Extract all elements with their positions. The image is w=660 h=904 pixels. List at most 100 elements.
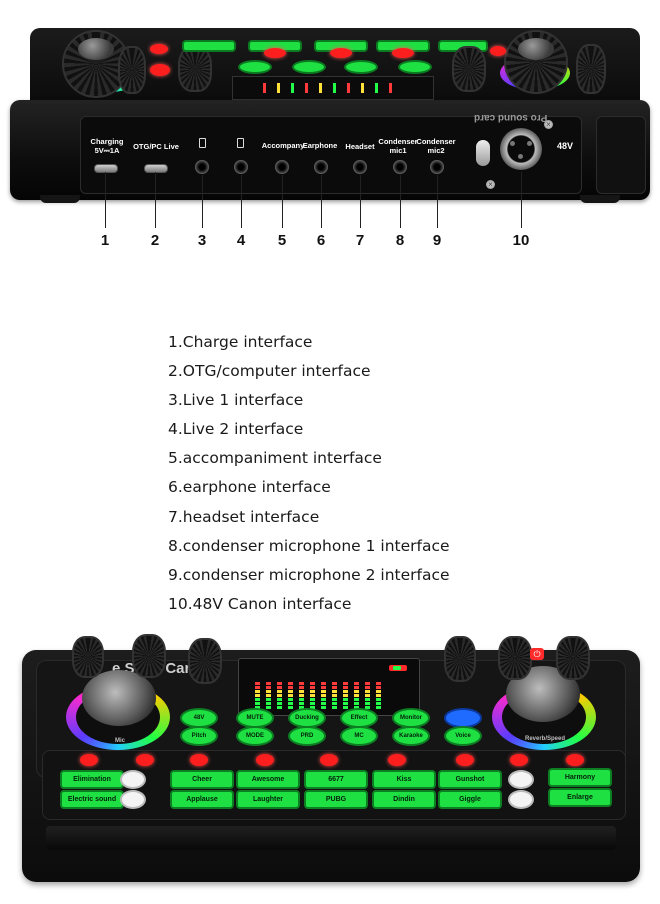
meter-column: [365, 681, 370, 709]
button-monitor[interactable]: Monitor: [392, 708, 430, 728]
pad-pubg[interactable]: PUBG: [304, 790, 368, 809]
audio-jack-mic2: [430, 160, 444, 174]
red-led: [190, 754, 208, 766]
button-ducking[interactable]: Ducking: [288, 708, 326, 728]
button-mute[interactable]: MUTE: [236, 708, 274, 728]
audio-jack-earphone: [314, 160, 328, 174]
knob-label-reverb: Reverb/Speed: [524, 736, 566, 742]
small-knob: [132, 634, 166, 678]
usb-port-charging: [94, 164, 118, 173]
small-knob: [72, 636, 104, 678]
interface-list: 1.Charge interface 2.OTG/computer interf…: [168, 332, 450, 623]
port-label-charging: Charging 5V⎓1A: [90, 137, 124, 155]
mic-knob: [82, 670, 156, 726]
pad-harmony[interactable]: Harmony: [548, 768, 612, 787]
red-button: [392, 48, 414, 58]
pad-cheer[interactable]: Cheer: [170, 770, 234, 789]
volume-knob-large-right: [504, 30, 568, 94]
front-panel-photo: e Sou Car Mic Reverb/Speed ⏻ 48V MUTE Du…: [0, 630, 660, 904]
list-item: 1.Charge interface: [168, 333, 313, 351]
callout-line: [105, 172, 106, 228]
port-label-condenser-mic2: Condenser mic2: [416, 137, 456, 155]
pad-laughter[interactable]: Laughter: [236, 790, 300, 809]
phone-icon: [237, 138, 244, 148]
button-pitch[interactable]: Pitch: [180, 726, 218, 746]
port-label-accompany: Accompany: [261, 141, 305, 150]
callout-line: [437, 175, 438, 228]
device-foot: [580, 195, 620, 203]
pad-white[interactable]: [508, 770, 534, 789]
volume-knob-small-right: [576, 44, 606, 94]
red-led: [566, 754, 584, 766]
volume-knob-right: [452, 46, 486, 92]
rear-panel-photo: Pro sound card Charging 5V⎓1A OTG/PC Liv…: [0, 0, 660, 249]
callout-line: [360, 175, 361, 228]
meter-column: [277, 681, 282, 709]
audio-jack-headset: [353, 160, 367, 174]
meter-column: [354, 681, 359, 709]
button-mode[interactable]: MODE: [236, 726, 274, 746]
red-led: [80, 754, 98, 766]
power-icon: ⏻: [530, 648, 544, 660]
meter-column: [376, 681, 381, 709]
phone-icon: [199, 138, 206, 148]
green-button: [292, 60, 326, 74]
callout-line: [321, 175, 322, 228]
button-karaoke[interactable]: Karaoke: [392, 726, 430, 746]
callout-line: [521, 172, 522, 228]
red-led: [510, 754, 528, 766]
meter-column: [332, 681, 337, 709]
callout-line: [202, 175, 203, 228]
meter-column: [321, 681, 326, 709]
pad-6677[interactable]: 6677: [304, 770, 368, 789]
pad-kiss[interactable]: Kiss: [372, 770, 436, 789]
audio-jack-mic1: [393, 160, 407, 174]
button-48v[interactable]: 48V: [180, 708, 218, 728]
callout-number: 10: [512, 232, 530, 249]
pad-applause[interactable]: Applause: [170, 790, 234, 809]
red-button: [330, 48, 352, 58]
port-label-headset: Headset: [345, 142, 375, 151]
meter-column: [266, 681, 271, 709]
button-mc[interactable]: MC: [340, 726, 378, 746]
volume-knob-left: [178, 46, 212, 92]
button-prd[interactable]: PRD: [288, 726, 326, 746]
red-button: [264, 48, 286, 58]
button-blue[interactable]: [444, 708, 482, 728]
pad-gunshot[interactable]: Gunshot: [438, 770, 502, 789]
meter-column: [343, 681, 348, 709]
button-effect[interactable]: Effect: [340, 708, 378, 728]
rear-panel-right-edge: [596, 116, 646, 194]
usb-port-otg: [144, 164, 168, 173]
knob-label-mic: Mic: [114, 738, 125, 744]
port-label-condenser-mic1: Condenser mic1: [378, 137, 418, 155]
red-button-right: [490, 46, 506, 56]
callout-number: 1: [100, 232, 110, 249]
pad-elimination[interactable]: Elimination: [60, 770, 124, 789]
list-item: 6.earphone interface: [168, 478, 331, 497]
small-knob: [498, 636, 532, 680]
audio-jack-accompany: [275, 160, 289, 174]
pad-dindin[interactable]: Dindin: [372, 790, 436, 809]
list-item: 10.48V Canon interface: [168, 594, 352, 613]
list-item: 4.Live 2 interface: [168, 420, 304, 439]
level-display: [232, 76, 434, 100]
pad-giggle[interactable]: Giggle: [438, 790, 502, 809]
pad-awesome[interactable]: Awesome: [236, 770, 300, 789]
button-voice-change[interactable]: Voice Change: [444, 726, 482, 746]
rear-panel: [10, 100, 650, 200]
level-meter-display: [238, 658, 420, 716]
list-item: 5.accompaniment interface: [168, 449, 382, 468]
green-button: [238, 60, 272, 74]
callout-line: [155, 172, 156, 228]
audio-jack-live1: [195, 160, 209, 174]
48v-switch: [476, 140, 490, 166]
pad-enlarge[interactable]: Enlarge: [548, 788, 612, 807]
screw-icon: ×: [486, 180, 495, 189]
pad-white[interactable]: [508, 790, 534, 809]
pad-white[interactable]: [120, 770, 146, 789]
pad-electric-sound[interactable]: Electric sound: [60, 790, 124, 809]
pad-white[interactable]: [120, 790, 146, 809]
device-foot: [40, 195, 80, 203]
screw-icon: ×: [544, 120, 553, 129]
